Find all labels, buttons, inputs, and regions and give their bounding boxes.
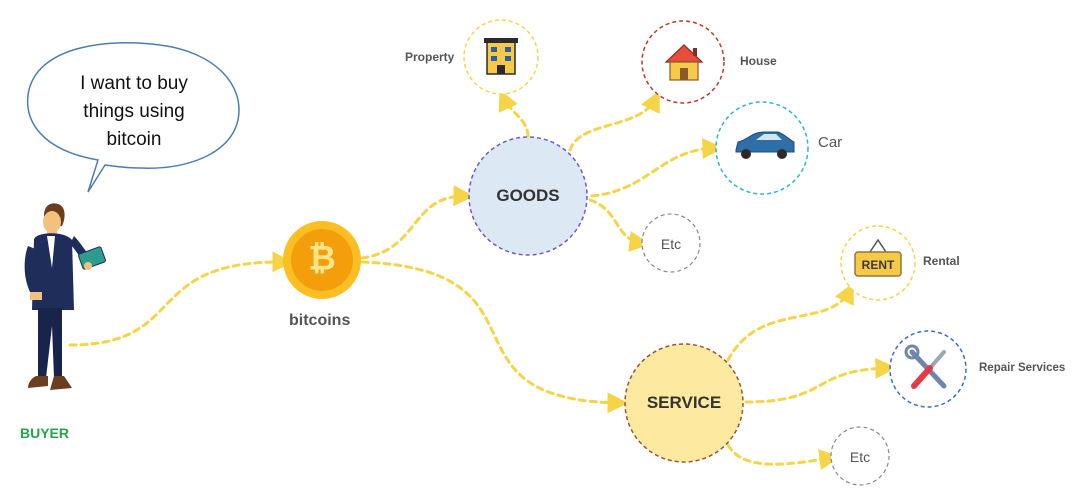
service-etc-node [830,426,890,486]
car-icon [735,131,795,159]
rent-sign-text: RENT [861,258,895,272]
car-label: Car [818,134,843,151]
bitcoin-coin-icon [283,221,361,299]
connector-goods-to-property [498,89,530,138]
speech-line-1: I want to buy [80,73,188,94]
goods-etc-label: Etc [660,236,682,252]
goods-etc-node [641,213,701,273]
connector-buyer-to-bitcoin [68,251,294,347]
service-etc-label: Etc [849,449,871,465]
bitcoin-label: bitcoins [289,312,351,329]
connector-service-to-rental [726,282,854,362]
goods-node [468,136,588,256]
service-label: SERVICE [646,393,722,412]
speech-line-2: things using [83,101,185,122]
connector-bitcoin-to-goods [360,185,475,260]
connector-bitcoin-to-service [360,260,629,414]
building-icon [484,38,518,75]
connector-goods-to-house [568,90,660,152]
goods-label: GOODS [496,186,560,205]
buyer-label: BUYER [20,425,70,441]
rental-label: Rental [923,254,960,268]
property-label: Property [405,50,455,64]
connector-service-to-repair [744,357,897,404]
house-icon [664,44,704,81]
flow-connectors [68,89,897,470]
speech-bubble [26,41,240,193]
connector-goods-to-car [590,137,724,198]
house-label: House [740,54,777,68]
connector-service-to-etc [726,443,841,470]
repair-tools-icon [904,344,947,389]
rent-sign-icon [854,238,902,277]
speech-bubble-text: I want to buy things using bitcoin [48,70,220,154]
repair-label: Repair Services [979,362,1066,374]
bitcoin-symbol-icon: ₿ [308,239,336,278]
speech-line-3: bitcoin [106,129,162,150]
buyer-figure-icon [24,203,106,390]
service-node [624,343,744,463]
connector-goods-to-etc [588,198,651,253]
